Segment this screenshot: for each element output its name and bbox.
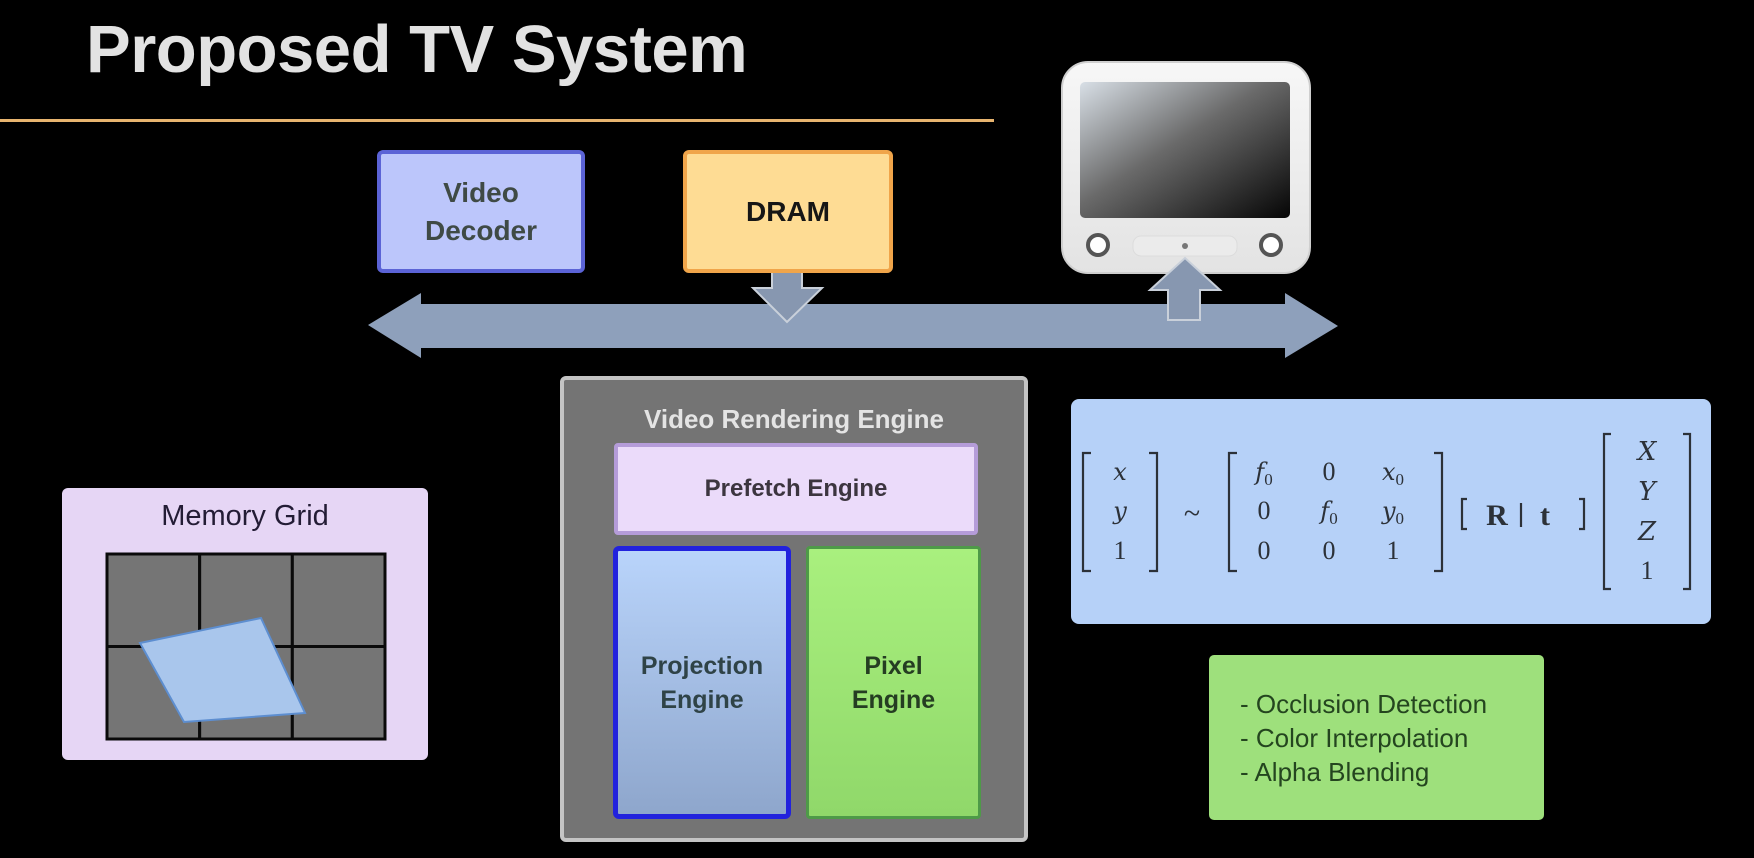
video-decoder-label-line1: Video [443, 176, 519, 208]
rotation-R: R [1486, 499, 1508, 532]
title-divider [0, 119, 994, 122]
bracket-k-right [1434, 451, 1444, 573]
video-decoder-block: Video Decoder [377, 150, 585, 273]
intrinsic-entry: f0 [1318, 497, 1337, 528]
memory-grid-illustration [105, 552, 387, 741]
memory-grid-cell [290, 645, 387, 741]
bracket-rt-left [1460, 497, 1467, 531]
dram-label: DRAM [746, 195, 830, 227]
world-X: X [1636, 437, 1658, 467]
bracket-lhs-left [1081, 451, 1091, 573]
translation-t: t [1540, 499, 1550, 532]
world-1: 1 [1641, 556, 1654, 585]
intrinsic-entry: 1 [1387, 536, 1400, 565]
lhs-x: x [1113, 458, 1127, 486]
bus-to-tv-arrow [1147, 256, 1223, 321]
bracket-world-right [1683, 432, 1692, 591]
memory-grid-cell [290, 552, 387, 648]
projection-engine-block: Projection Engine [613, 546, 791, 819]
video-decoder-label-line2: Decoder [424, 214, 538, 246]
prefetch-engine-block: Prefetch Engine [614, 443, 978, 535]
world-Z: Z [1637, 517, 1657, 547]
pixel-engine-label-line2: Engine [851, 685, 936, 714]
bracket-rt-right [1579, 497, 1586, 531]
projection-equation: x y 1 ~ f0 0 x0 0 f0 y0 0 0 1 R t X Y Z 1 [1081, 432, 1692, 591]
pixel-engine-label-line1: Pixel [864, 651, 923, 680]
intrinsic-entry: f0 [1253, 458, 1272, 489]
feature-item: - Occlusion Detection [1240, 689, 1488, 719]
intrinsic-entry: 0 [1323, 457, 1336, 486]
similarity-symbol: ~ [1184, 497, 1200, 530]
world-Y: Y [1638, 477, 1658, 507]
memory-grid-panel: Memory Grid [62, 488, 428, 760]
bracket-world-left [1602, 432, 1611, 591]
feature-item: - Color Interpolation [1240, 723, 1469, 753]
intrinsic-matrix: f0 0 x0 0 f0 y0 0 0 1 [1253, 457, 1404, 565]
intrinsic-entry: y0 [1381, 497, 1404, 528]
projection-engine-label-line1: Projection [640, 651, 764, 680]
slide-title: Proposed TV System [86, 12, 748, 87]
memory-grid-title: Memory Grid [161, 500, 329, 532]
tv-monitor-icon [1061, 61, 1311, 274]
pixel-engine-features-panel: - Occlusion Detection - Color Interpolat… [1209, 655, 1544, 820]
lhs-y: y [1112, 497, 1127, 525]
pixel-engine-block: Pixel Engine [806, 546, 981, 819]
video-rendering-engine-block: Video Rendering Engine Prefetch Engine P… [560, 376, 1028, 842]
prefetch-engine-label: Prefetch Engine [704, 475, 888, 502]
projected-quad [138, 616, 307, 724]
bracket-lhs-right [1149, 451, 1159, 573]
video-rendering-engine-title: Video Rendering Engine [643, 404, 944, 434]
intrinsic-entry: x0 [1382, 458, 1404, 489]
intrinsic-entry: 0 [1258, 496, 1271, 525]
bus-arrow [368, 293, 1338, 358]
feature-item: - Alpha Blending [1240, 757, 1430, 787]
projection-engine-label-line2: Engine [660, 685, 744, 714]
intrinsic-entry: 0 [1323, 536, 1336, 565]
intrinsic-entry: 0 [1258, 536, 1271, 565]
dram-block: DRAM [683, 150, 893, 273]
bracket-k-left [1227, 451, 1237, 573]
projection-equation-panel: x y 1 ~ f0 0 x0 0 f0 y0 0 0 1 R t X Y Z 1 [1071, 399, 1711, 624]
lhs-1: 1 [1114, 536, 1127, 565]
